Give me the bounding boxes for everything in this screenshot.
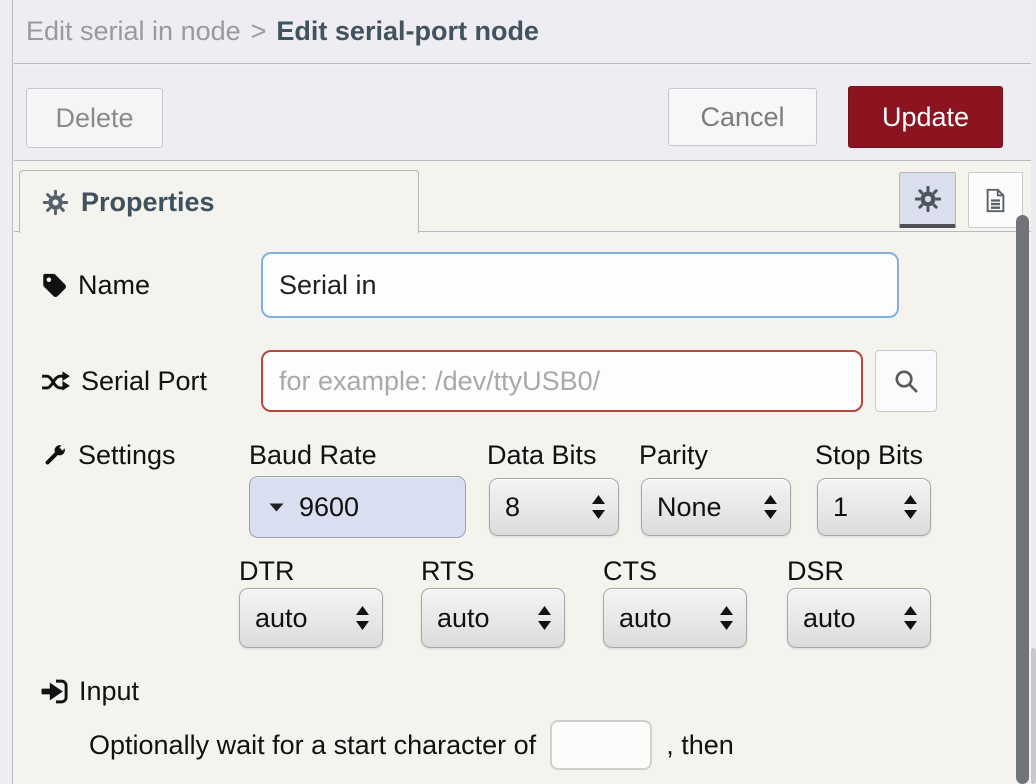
name-input[interactable] <box>261 252 899 318</box>
stop-bits-label: Stop Bits <box>815 440 924 470</box>
serial-port-input[interactable] <box>261 350 863 412</box>
workspace-left-strip <box>0 0 13 784</box>
tab-properties[interactable]: Properties <box>19 170 419 233</box>
wait-text-before: Optionally wait for a start character of <box>89 729 537 760</box>
select-arrows-icon <box>763 494 778 520</box>
baud-rate-label: Baud Rate <box>249 440 377 470</box>
panel-scrollbar-thumb[interactable] <box>1016 215 1029 784</box>
select-arrows-icon <box>537 605 552 631</box>
name-label: Name <box>41 252 150 318</box>
select-arrows-icon <box>355 605 370 631</box>
delete-button[interactable]: Delete <box>26 88 163 148</box>
breadcrumb-separator: > <box>250 16 267 46</box>
breadcrumb: Edit serial in node > Edit serial-port nod… <box>26 16 539 47</box>
tab-bar: Properties <box>14 162 1036 233</box>
document-icon <box>982 187 1009 214</box>
data-bits-value: 8 <box>505 491 521 522</box>
rts-label: RTS <box>421 556 475 586</box>
dtr-label: DTR <box>239 556 295 586</box>
update-button[interactable]: Update <box>848 86 1003 148</box>
cts-label: CTS <box>603 556 657 586</box>
window-scrollbar-thumb[interactable] <box>1031 648 1036 784</box>
start-character-input[interactable] <box>550 720 653 770</box>
page-title: Edit serial-port node <box>276 16 539 46</box>
breadcrumb-parent[interactable]: Edit serial in node <box>26 16 241 46</box>
dialog-header: Edit serial in node > Edit serial-port nod… <box>14 0 1036 64</box>
baud-rate-value: 9600 <box>299 491 360 522</box>
gear-icon <box>42 189 69 216</box>
cts-select[interactable]: auto <box>603 588 747 648</box>
data-bits-select[interactable]: 8 <box>489 478 619 536</box>
parity-label: Parity <box>639 440 709 470</box>
tag-icon <box>41 272 68 299</box>
dialog-toolbar: Delete Cancel Update <box>14 65 1036 161</box>
cts-value: auto <box>619 602 672 633</box>
dtr-value: auto <box>255 602 308 633</box>
select-arrows-icon <box>903 605 918 631</box>
wait-text-after: , then <box>666 729 734 760</box>
tab-bar-border <box>14 231 1036 232</box>
dsr-select[interactable]: auto <box>787 588 931 648</box>
chevron-down-icon <box>268 502 285 513</box>
stop-bits-value: 1 <box>833 491 849 522</box>
rts-value: auto <box>437 602 490 633</box>
tab-properties-label: Properties <box>81 186 215 217</box>
dtr-select[interactable]: auto <box>239 588 383 648</box>
serial-port-label: Serial Port <box>41 350 207 412</box>
data-bits-label: Data Bits <box>487 440 597 470</box>
description-tab-button[interactable] <box>968 172 1023 228</box>
dsr-value: auto <box>803 602 856 633</box>
settings-label: Settings <box>41 440 176 470</box>
edit-properties-tab-button[interactable] <box>899 172 956 228</box>
wrench-icon <box>41 442 68 469</box>
select-arrows-icon <box>719 605 734 631</box>
properties-panel: Name Serial Port <box>14 232 1018 784</box>
select-arrows-icon <box>591 494 606 520</box>
dsr-label: DSR <box>787 556 845 586</box>
parity-value: None <box>657 491 722 522</box>
gear-icon <box>914 185 942 213</box>
start-character-row: Optionally wait for a start character of… <box>89 720 734 770</box>
serial-port-search-button[interactable] <box>875 350 937 412</box>
cancel-button[interactable]: Cancel <box>668 88 817 146</box>
input-section-label: Input <box>41 676 139 707</box>
sign-in-icon <box>41 678 69 705</box>
window-scrollbar-track <box>1031 0 1036 784</box>
parity-select[interactable]: None <box>641 478 791 536</box>
select-arrows-icon <box>903 494 918 520</box>
shuffle-icon <box>41 369 71 393</box>
baud-rate-dropdown[interactable]: 9600 <box>249 476 466 538</box>
search-icon <box>892 367 921 396</box>
rts-select[interactable]: auto <box>421 588 565 648</box>
stop-bits-select[interactable]: 1 <box>817 478 931 536</box>
